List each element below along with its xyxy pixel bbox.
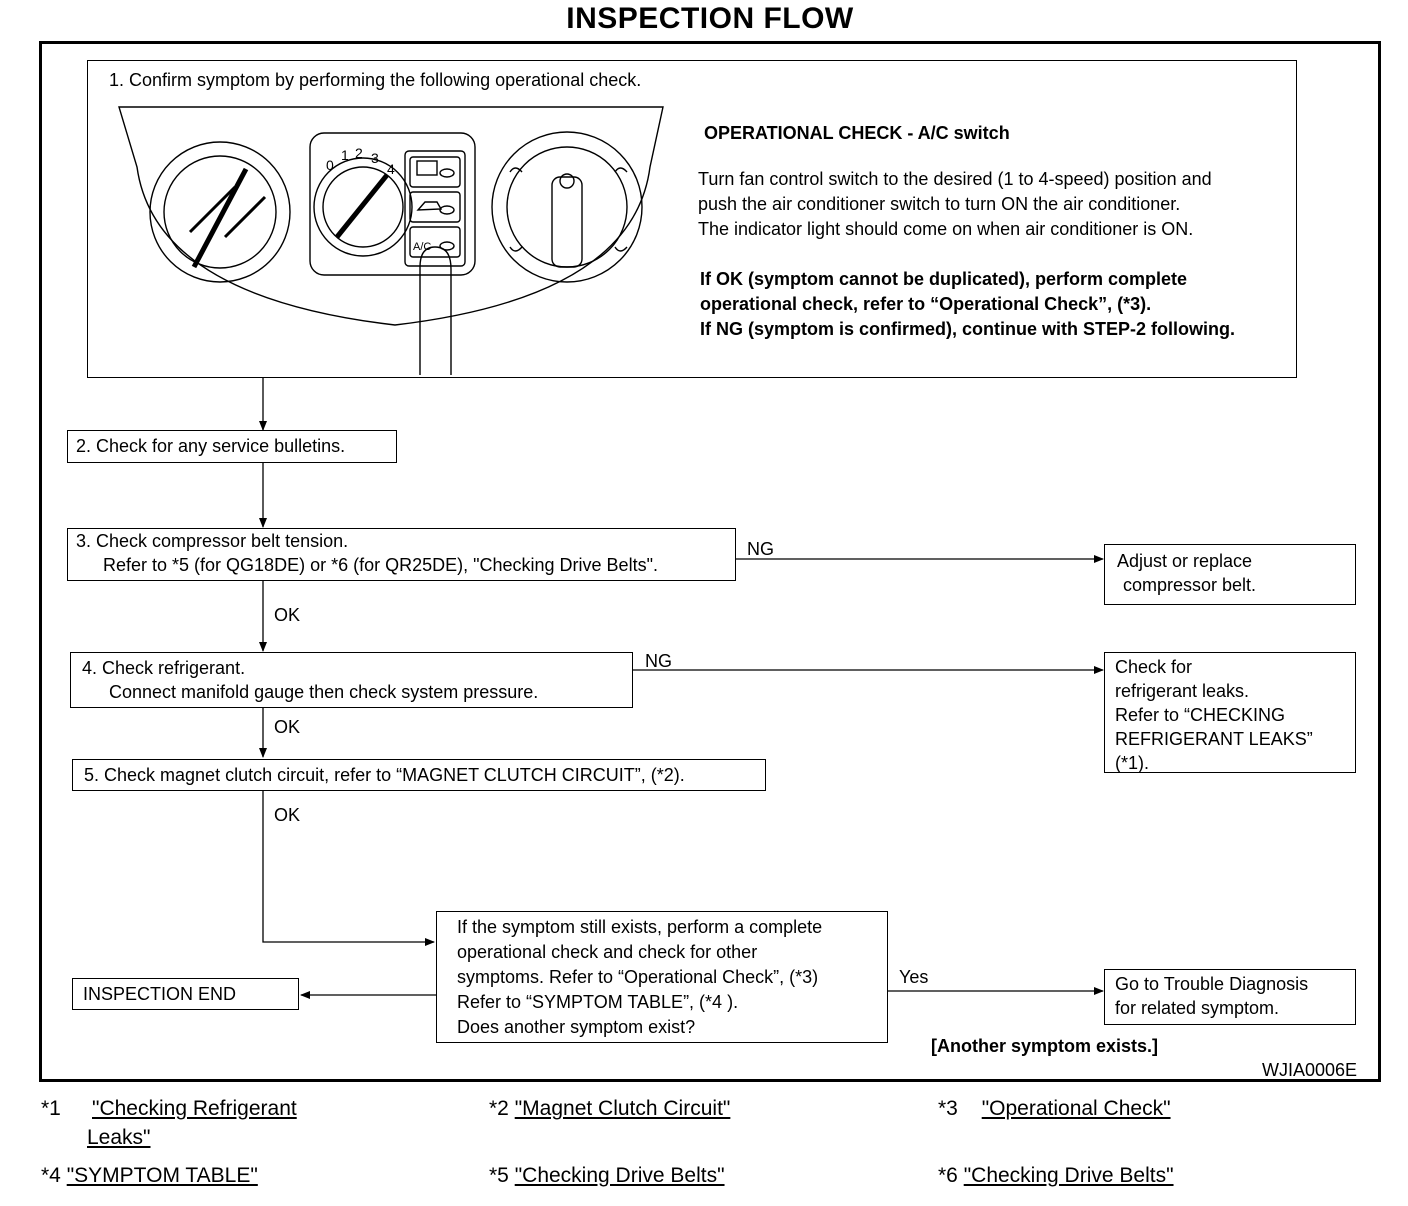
leak-line: (*1). (1115, 751, 1355, 775)
ng-label: NG (645, 651, 672, 672)
symptom-line: Does another symptom exist? (457, 1015, 887, 1040)
footnote-5: *5 "Checking Drive Belts" (489, 1164, 725, 1188)
symptom-line: If the symptom still exists, perform a c… (457, 915, 887, 940)
fan-number-4: 4 (387, 161, 395, 177)
ok-label: OK (274, 717, 300, 738)
check-leaks-box: Check for refrigerant leaks. Refer to “C… (1104, 652, 1356, 773)
footnote-mark: *2 (489, 1097, 509, 1120)
step5-text: 5. Check magnet clutch circuit, refer to… (84, 765, 685, 785)
footnote-mark: *5 (489, 1164, 509, 1187)
instruction-line: Turn fan control switch to the desired (… (698, 167, 1212, 192)
step5-box: 5. Check magnet clutch circuit, refer to… (72, 759, 766, 791)
ok-label: OK (274, 805, 300, 826)
symptom-line: Refer to “SYMPTOM TABLE”, (*4 ). (457, 990, 887, 1015)
instruction-line: The indicator light should come on when … (698, 217, 1212, 242)
footnote-mark: *6 (938, 1164, 958, 1187)
footnote-2: *2 "Magnet Clutch Circuit" (489, 1097, 730, 1121)
leak-line: Refer to “CHECKING (1115, 703, 1355, 727)
symptom-line: operational check and check for other (457, 940, 887, 965)
step1-box: 1. Confirm symptom by performing the fol… (87, 60, 1297, 378)
footnote-link-checking-refrigerant-leaks-cont[interactable]: Leaks" (87, 1126, 151, 1150)
step2-box: 2. Check for any service bulletins. (67, 430, 397, 463)
leak-line: refrigerant leaks. (1115, 679, 1355, 703)
ac-control-panel-illustration: 0 1 2 3 4 A/C (115, 97, 675, 377)
footnote-3: *3 "Operational Check" (938, 1097, 1171, 1121)
footnote-1: *1 (41, 1097, 61, 1121)
figure-id: WJIA0006E (1262, 1060, 1357, 1081)
fan-number-0: 0 (326, 157, 334, 173)
step1-text: 1. Confirm symptom by performing the fol… (109, 68, 641, 92)
step3-box: 3. Check compressor belt tension. Refer … (67, 528, 736, 581)
ac-switch-label: A/C (413, 241, 431, 253)
guidance-line: If NG (symptom is confirmed), continue w… (700, 317, 1235, 342)
leak-line: Check for (1115, 655, 1355, 679)
fan-number-2: 2 (355, 145, 363, 161)
fan-number-3: 3 (371, 150, 379, 166)
footnote-link-symptom-table[interactable]: "SYMPTOM TABLE" (67, 1164, 258, 1187)
adjust-line: Adjust or replace (1117, 549, 1355, 573)
yes-label: Yes (899, 967, 928, 988)
ok-ng-guidance: If OK (symptom cannot be duplicated), pe… (700, 267, 1235, 342)
footnote-mark: *3 (938, 1097, 958, 1120)
footnote-4: *4 "SYMPTOM TABLE" (41, 1164, 258, 1188)
operational-check-title: OPERATIONAL CHECK - A/C switch (704, 121, 1010, 145)
step4-line2: Connect manifold gauge then check system… (82, 680, 632, 704)
inspection-end-text: INSPECTION END (83, 984, 236, 1004)
guidance-line: If OK (symptom cannot be duplicated), pe… (700, 267, 1235, 292)
ng-label: NG (747, 539, 774, 560)
another-symptom-note: [Another symptom exists.] (931, 1036, 1158, 1057)
ok-label: OK (274, 605, 300, 626)
guidance-line: operational check, refer to “Operational… (700, 292, 1235, 317)
symptom-line: symptoms. Refer to “Operational Check”, … (457, 965, 887, 990)
operational-check-instructions: Turn fan control switch to the desired (… (698, 167, 1212, 242)
fan-number-1: 1 (341, 147, 349, 163)
inspection-end-box: INSPECTION END (72, 978, 299, 1010)
leak-line: REFRIGERANT LEAKS” (1115, 727, 1355, 751)
step4-box: 4. Check refrigerant. Connect manifold g… (70, 652, 633, 708)
footnote-link-magnet-clutch-circuit[interactable]: "Magnet Clutch Circuit" (515, 1097, 731, 1120)
symptom-exists-box: If the symptom still exists, perform a c… (436, 911, 888, 1043)
footnote-link-checking-drive-belts[interactable]: "Checking Drive Belts" (515, 1164, 725, 1187)
step4-line1: 4. Check refrigerant. (82, 656, 632, 680)
step2-text: 2. Check for any service bulletins. (76, 436, 345, 456)
footnote-mark: *1 (41, 1097, 61, 1120)
footnote-mark: *4 (41, 1164, 61, 1187)
adjust-belt-box: Adjust or replace compressor belt. (1104, 544, 1356, 605)
adjust-line: compressor belt. (1117, 573, 1355, 597)
trouble-line: Go to Trouble Diagnosis (1115, 972, 1355, 996)
footnote-link-checking-drive-belts[interactable]: "Checking Drive Belts" (964, 1164, 1174, 1187)
step3-line2: Refer to *5 (for QG18DE) or *6 (for QR25… (76, 553, 735, 577)
trouble-diagnosis-box: Go to Trouble Diagnosis for related symp… (1104, 969, 1356, 1025)
instruction-line: push the air conditioner switch to turn … (698, 192, 1212, 217)
trouble-line: for related symptom. (1115, 996, 1355, 1020)
footnote-link-operational-check[interactable]: "Operational Check" (982, 1097, 1171, 1120)
step3-line1: 3. Check compressor belt tension. (76, 529, 735, 553)
footnote-6: *6 "Checking Drive Belts" (938, 1164, 1174, 1188)
footnote-link-checking-refrigerant-leaks[interactable]: "Checking Refrigerant (92, 1097, 297, 1121)
